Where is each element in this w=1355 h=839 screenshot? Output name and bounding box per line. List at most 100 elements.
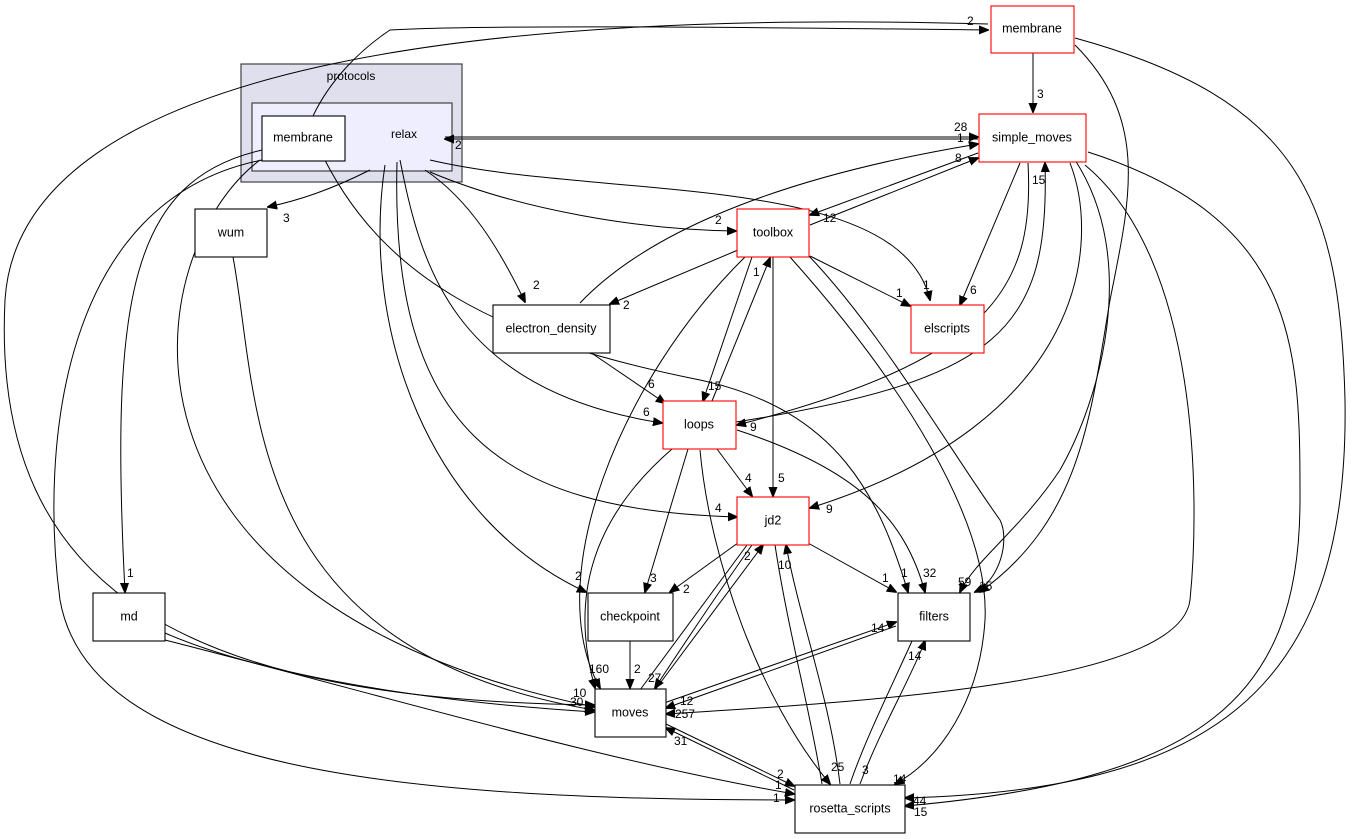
node-membrane-local[interactable]: membrane	[261, 115, 346, 162]
edge-label: 4	[745, 471, 752, 485]
edge-rosetta-scripts-to-jd2	[786, 545, 841, 785]
edge-label: 6	[648, 377, 655, 391]
edge-simple-moves-to-filters	[960, 159, 1110, 592]
edge-label: 2	[623, 298, 630, 312]
node-loops[interactable]: loops	[662, 400, 737, 450]
node-elscripts[interactable]: elscripts	[910, 304, 985, 354]
edge-relax-to-wum	[268, 169, 371, 207]
edge-jd2-to-rosetta-scripts-25	[699, 449, 830, 784]
node-label: toolbox	[753, 225, 794, 239]
edge-membrane-to-filters	[980, 44, 1129, 592]
edge-label: 6	[643, 405, 650, 419]
edge-simple-moves-to-loops	[737, 162, 1030, 425]
edge-label: 1	[923, 278, 930, 292]
edge-label: 1	[957, 131, 964, 145]
edge-label: 3	[1037, 87, 1044, 101]
node-toolbox[interactable]: toolbox	[736, 208, 810, 258]
edge-simple-moves-to-rosetta-scripts	[905, 151, 1301, 806]
edge-filters-to-moves	[666, 625, 897, 708]
node-label: electron_density	[505, 321, 597, 335]
node-wum[interactable]: wum	[194, 208, 268, 258]
edge-label: 8	[955, 151, 962, 165]
edge-relax-to-checkpoint	[379, 164, 586, 592]
edge-label: 59	[958, 575, 972, 589]
node-jd2[interactable]: jd2	[736, 496, 810, 546]
edge-toolbox-to-electron-density	[610, 249, 739, 304]
edge-simple-moves-to-toolbox	[810, 152, 979, 215]
node-electron-density[interactable]: electron_density	[492, 304, 611, 354]
edge-label: 3	[650, 571, 657, 585]
edge-simple-moves-to-jd2	[810, 162, 1082, 508]
edge-loops-to-checkpoint	[645, 448, 689, 592]
edge-jd2-to-moves-27	[655, 544, 753, 688]
edge-toolbox-to-moves	[579, 256, 746, 688]
edge-label: 15	[979, 579, 993, 593]
edge-label: 3	[283, 211, 290, 225]
cluster-relax-label: relax	[391, 127, 417, 141]
node-label: jd2	[764, 513, 782, 527]
edge-label: 2	[967, 14, 974, 28]
node-checkpoint[interactable]: checkpoint	[587, 592, 674, 642]
edge-filters-to-rosetta-scripts	[849, 640, 913, 785]
edge-label: 2	[715, 213, 722, 227]
node-label: checkpoint	[600, 609, 660, 623]
edge-toolbox-to-simple-moves	[809, 158, 978, 226]
node-membrane[interactable]: membrane	[990, 5, 1075, 54]
edge-label: 2	[455, 138, 462, 152]
edge-label: 1	[127, 566, 134, 580]
edge-label: 12	[680, 694, 694, 708]
node-simple-moves[interactable]: simple_moves	[978, 113, 1087, 163]
edge-toolbox-to-loops	[703, 256, 753, 401]
node-filters[interactable]: filters	[897, 592, 971, 642]
node-label: filters	[919, 609, 949, 623]
edge-relax-to-toolbox	[429, 171, 736, 231]
edge-relax-to-jd2	[396, 161, 737, 517]
edge-label: 25	[831, 760, 845, 774]
node-label: md	[120, 609, 137, 623]
edge-label: 15	[1032, 173, 1046, 187]
edge-md-to-rosetta-scripts	[164, 639, 794, 794]
edge-label: 6	[970, 283, 977, 297]
edge-label: 2	[533, 278, 540, 292]
edge-relax-to-electron-density	[424, 169, 525, 302]
node-rosetta-scripts[interactable]: rosetta_scripts	[794, 784, 906, 834]
edge-label: 3	[862, 763, 869, 777]
edge-label: 32	[923, 566, 937, 580]
edge-label: 1	[896, 286, 903, 300]
edge-label: 14	[908, 649, 922, 663]
node-moves[interactable]: moves	[594, 688, 667, 738]
edge-label: 2	[683, 582, 690, 596]
edge-label: 12	[823, 211, 837, 225]
edge-relax-to-elscripts	[429, 159, 930, 300]
edge-moves-to-rosetta-scripts	[665, 723, 794, 786]
edge-membrane-local-to-moves-left	[3, 21, 989, 705]
edge-electron-density-to-loops	[589, 351, 665, 403]
edge-relax-to-rosetta-scripts	[53, 159, 794, 800]
edge-label: 4	[715, 501, 722, 515]
edge-label: 1	[773, 791, 780, 805]
edge-jd2-to-rosetta-scripts	[774, 544, 823, 785]
edge-label: 9	[750, 420, 757, 434]
edge-label: 44	[913, 794, 927, 808]
node-label: membrane	[273, 130, 333, 144]
cluster-protocols-label: protocols	[327, 69, 376, 83]
edge-jd2-to-moves	[639, 544, 748, 691]
edge-label: 5	[778, 471, 785, 485]
edge-simple-moves-to-moves	[666, 164, 1195, 714]
node-label: loops	[684, 417, 714, 431]
edge-membrane-local-to-md	[121, 149, 263, 592]
node-label: rosetta_scripts	[809, 801, 890, 815]
node-md[interactable]: md	[92, 592, 166, 642]
edge-label: 2	[634, 662, 641, 676]
edge-label: 2	[777, 767, 784, 781]
edge-label: 15	[708, 379, 722, 393]
edge-relax-to-loops	[399, 159, 662, 423]
edge-loops-to-toolbox	[711, 258, 770, 402]
edges	[3, 21, 1346, 806]
edge-membrane-local-to-membrane	[312, 27, 988, 117]
node-label: elscripts	[924, 321, 970, 335]
edge-label: 14	[893, 772, 907, 786]
edge-label: 2	[744, 549, 751, 563]
edge-labels: 2 3 28 2 1 8 12 15 2 3 2 2 1 1 6 6 6 15 …	[127, 14, 1046, 819]
edge-relax-to-filters	[317, 145, 908, 592]
